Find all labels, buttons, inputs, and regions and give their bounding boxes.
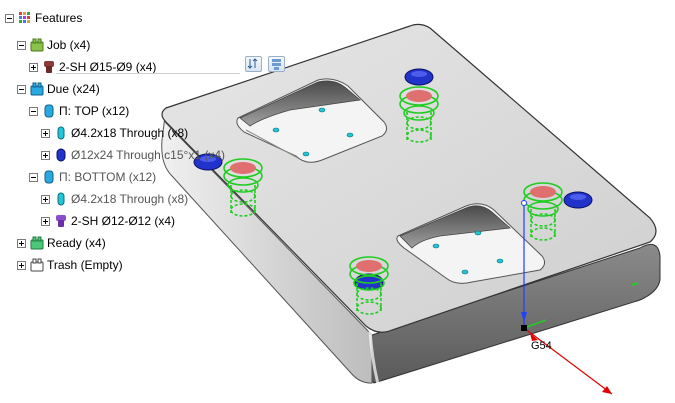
collapse-toggle[interactable]	[17, 40, 26, 50]
features-grid-icon	[18, 11, 32, 25]
tree-node-bottom[interactable]: Π: BOTTOM (x12)	[29, 168, 156, 186]
expand-toggle[interactable]	[41, 216, 50, 226]
selection-underline	[56, 73, 240, 74]
sort-button[interactable]	[245, 56, 262, 72]
hole-cyan-icon	[54, 126, 68, 140]
stack-button[interactable]	[268, 56, 285, 72]
tree-item-bottom-2[interactable]: 2-SH Ø12-Ø12 (x4)	[41, 212, 175, 230]
expand-toggle[interactable]	[41, 128, 50, 138]
expand-toggle[interactable]	[17, 238, 26, 248]
toolpath-stack-2	[223, 158, 263, 217]
expand-toggle[interactable]	[41, 150, 50, 160]
tree-label: 2-SH Ø12-Ø12 (x4)	[71, 214, 176, 228]
tree-label: Due (x24)	[47, 82, 100, 96]
stack-icon	[272, 59, 281, 70]
collapse-toggle[interactable]	[29, 106, 38, 116]
tree-item-job-sh[interactable]: 2-SH Ø15-Ø9 (x4)	[29, 58, 157, 76]
tree-label: Ø4.2x18 Through (x8)	[71, 126, 189, 140]
setup-cylinder-icon	[42, 170, 56, 184]
hole-cyan-icon	[54, 192, 68, 206]
job-folder-icon	[30, 38, 44, 52]
ready-folder-icon	[30, 236, 44, 250]
origin-label: G54	[531, 340, 552, 352]
due-folder-icon	[30, 82, 44, 96]
tree-node-top[interactable]: Π: TOP (x12)	[29, 102, 129, 120]
origin-axes	[521, 200, 639, 395]
tree-label: Job (x4)	[47, 38, 91, 52]
tree-label: Π: BOTTOM (x12)	[59, 170, 157, 184]
tree-item-bottom-1[interactable]: Ø4.2x18 Through (x8)	[41, 190, 188, 208]
expand-toggle[interactable]	[41, 194, 50, 204]
feature-tree[interactable]: Features Job (x4) 2-SH Ø15-Ø9 (x4) Due (…	[0, 0, 320, 290]
step-hole-purple-icon	[54, 214, 68, 228]
tree-node-job[interactable]: Job (x4)	[17, 36, 90, 54]
tree-node-trash[interactable]: Trash (Empty)	[17, 256, 123, 274]
tree-node-ready[interactable]: Ready (x4)	[17, 234, 106, 252]
tree-node-due[interactable]: Due (x24)	[17, 80, 100, 98]
collapse-toggle[interactable]	[17, 84, 26, 94]
tree-label: Ready (x4)	[47, 236, 106, 250]
tree-root-features[interactable]: Features	[5, 9, 82, 27]
tree-label: Features	[35, 11, 83, 25]
tree-label: Trash (Empty)	[47, 258, 123, 272]
sort-icon	[247, 58, 258, 69]
collapse-toggle[interactable]	[29, 172, 38, 182]
trash-folder-icon	[30, 258, 44, 272]
tree-item-top-1[interactable]: Ø4.2x18 Through (x8)	[41, 124, 188, 142]
tree-label: Ø12x24 Through c15°x1 (x4)	[71, 148, 225, 162]
hole-blue-icon	[54, 148, 68, 162]
tree-label: Π: TOP (x12)	[59, 104, 130, 118]
expand-toggle[interactable]	[29, 62, 38, 72]
tree-label: 2-SH Ø15-Ø9 (x4)	[59, 60, 157, 74]
step-hole-icon	[42, 60, 56, 74]
expand-toggle[interactable]	[17, 260, 26, 270]
toolpath-stack-1	[399, 86, 439, 143]
tree-label: Ø4.2x18 Through (x8)	[71, 192, 189, 206]
setup-cylinder-icon	[42, 104, 56, 118]
toolpath-stack-4	[349, 256, 389, 315]
collapse-toggle[interactable]	[5, 13, 14, 23]
tree-item-top-2[interactable]: Ø12x24 Through c15°x1 (x4)	[41, 146, 225, 164]
